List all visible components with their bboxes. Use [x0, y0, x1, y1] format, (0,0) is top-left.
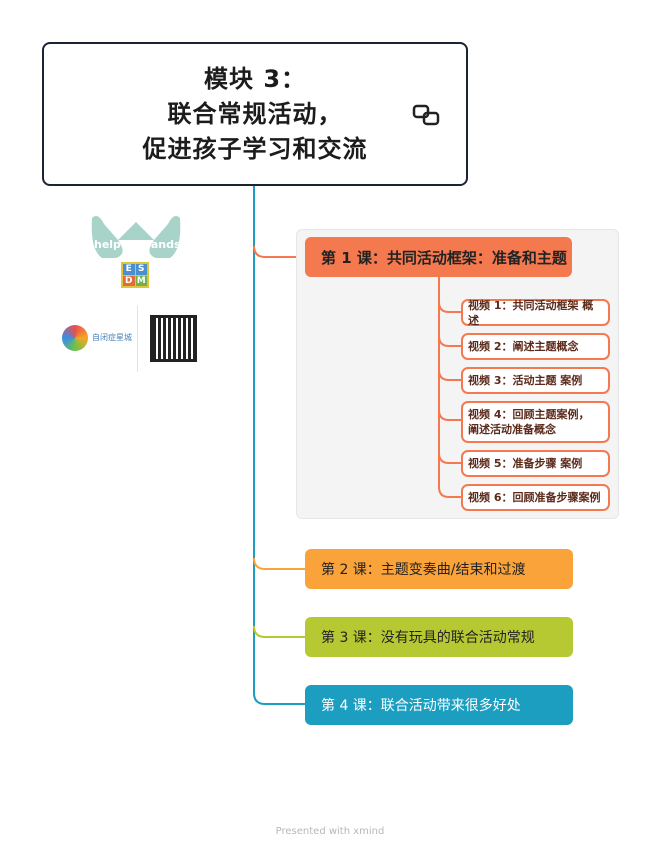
org-logo-icon	[62, 325, 88, 351]
subtopic-video-6[interactable]: 视频 6：回顾准备步骤案例	[461, 484, 610, 511]
subtopic-video-3[interactable]: 视频 3：活动主题 案例	[461, 367, 610, 394]
help-your-hands-logo: help your hands	[88, 210, 184, 260]
topic-lesson-1[interactable]: 第 1 课：共同活动框架：准备和主题	[305, 237, 572, 277]
subtopic-video-4[interactable]: 视频 4：回顾主题案例，阐述活动准备概念	[461, 401, 610, 443]
logo-divider	[137, 306, 138, 372]
qr-code	[150, 315, 197, 362]
central-topic-line: 模块 3：	[203, 64, 307, 93]
link-icon[interactable]	[412, 104, 440, 126]
esdm-logo: E S D M	[121, 262, 149, 288]
org-name: 自闭症星城	[92, 333, 132, 342]
central-topic-line: 促进孩子学习和交流	[142, 134, 368, 163]
subtopic-video-1[interactable]: 视频 1：共同活动框架 概述	[461, 299, 610, 327]
topic-lesson-2[interactable]: 第 2 课：主题变奏曲/结束和过渡	[305, 549, 573, 589]
central-topic-line: 联合常规活动，	[167, 99, 343, 128]
footer-credit: Presented with xmind	[275, 826, 385, 837]
topic-lesson-4[interactable]: 第 4 课：联合活动带来很多好处	[305, 685, 573, 725]
central-topic[interactable]: 模块 3： 联合常规活动， 促进孩子学习和交流	[42, 42, 468, 186]
subtopic-video-2[interactable]: 视频 2：阐述主题概念	[461, 333, 610, 360]
subtopic-video-5[interactable]: 视频 5：准备步骤 案例	[461, 450, 610, 477]
topic-lesson-3[interactable]: 第 3 课：没有玩具的联合活动常规	[305, 617, 573, 657]
